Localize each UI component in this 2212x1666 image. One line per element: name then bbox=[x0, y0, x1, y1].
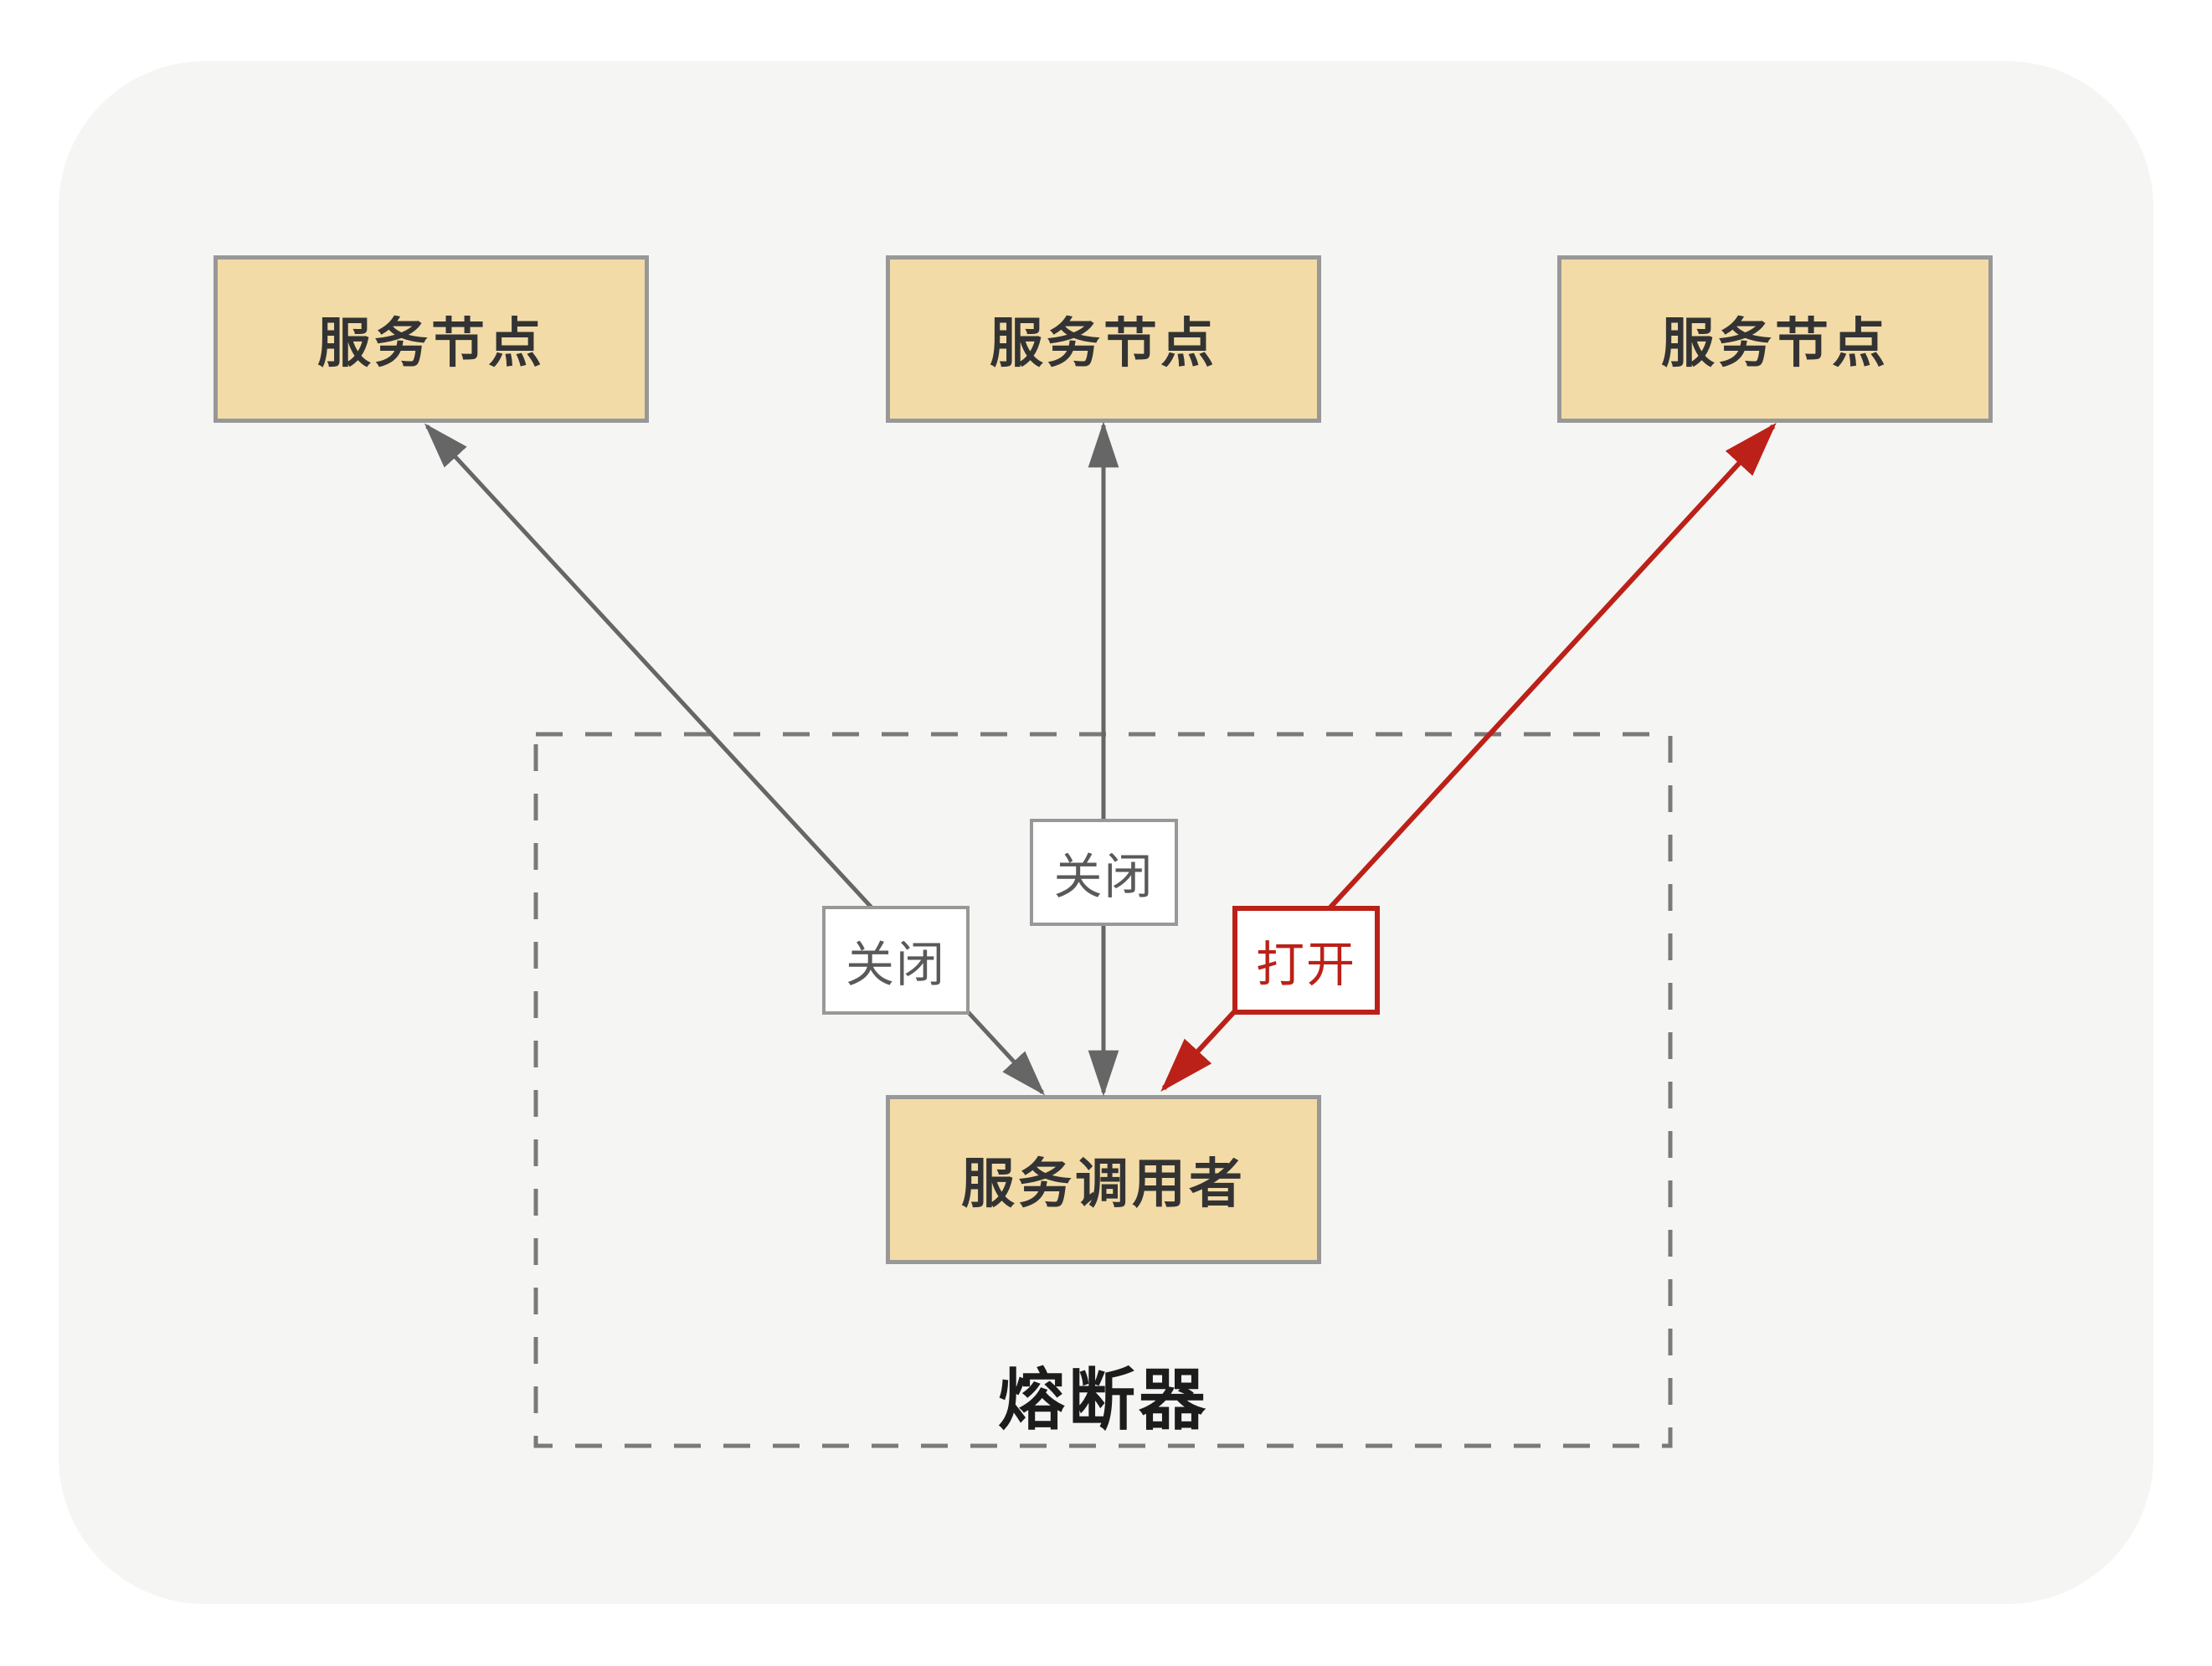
service-node-left: 服务节点 bbox=[213, 255, 649, 423]
edge-label-closed-left: 关闭 bbox=[822, 906, 970, 1015]
service-node-right-label: 服务节点 bbox=[1661, 313, 1889, 375]
edge-label-closed-left-text: 关闭 bbox=[845, 936, 946, 993]
service-caller-node: 服务调用者 bbox=[886, 1095, 1321, 1264]
service-node-middle-label: 服务节点 bbox=[990, 313, 1217, 375]
service-node-left-label: 服务节点 bbox=[317, 313, 545, 375]
circuit-breaker-title: 熔断器 bbox=[998, 1361, 1209, 1439]
edge-label-open: 打开 bbox=[1232, 906, 1380, 1015]
edge-label-open-text: 打开 bbox=[1255, 936, 1356, 993]
service-caller-label: 服务调用者 bbox=[961, 1154, 1246, 1216]
edge-label-closed-middle: 关闭 bbox=[1030, 819, 1178, 926]
service-node-middle: 服务节点 bbox=[886, 255, 1321, 423]
service-node-right: 服务节点 bbox=[1557, 255, 1993, 423]
edge-label-closed-middle-text: 关闭 bbox=[1053, 848, 1155, 905]
